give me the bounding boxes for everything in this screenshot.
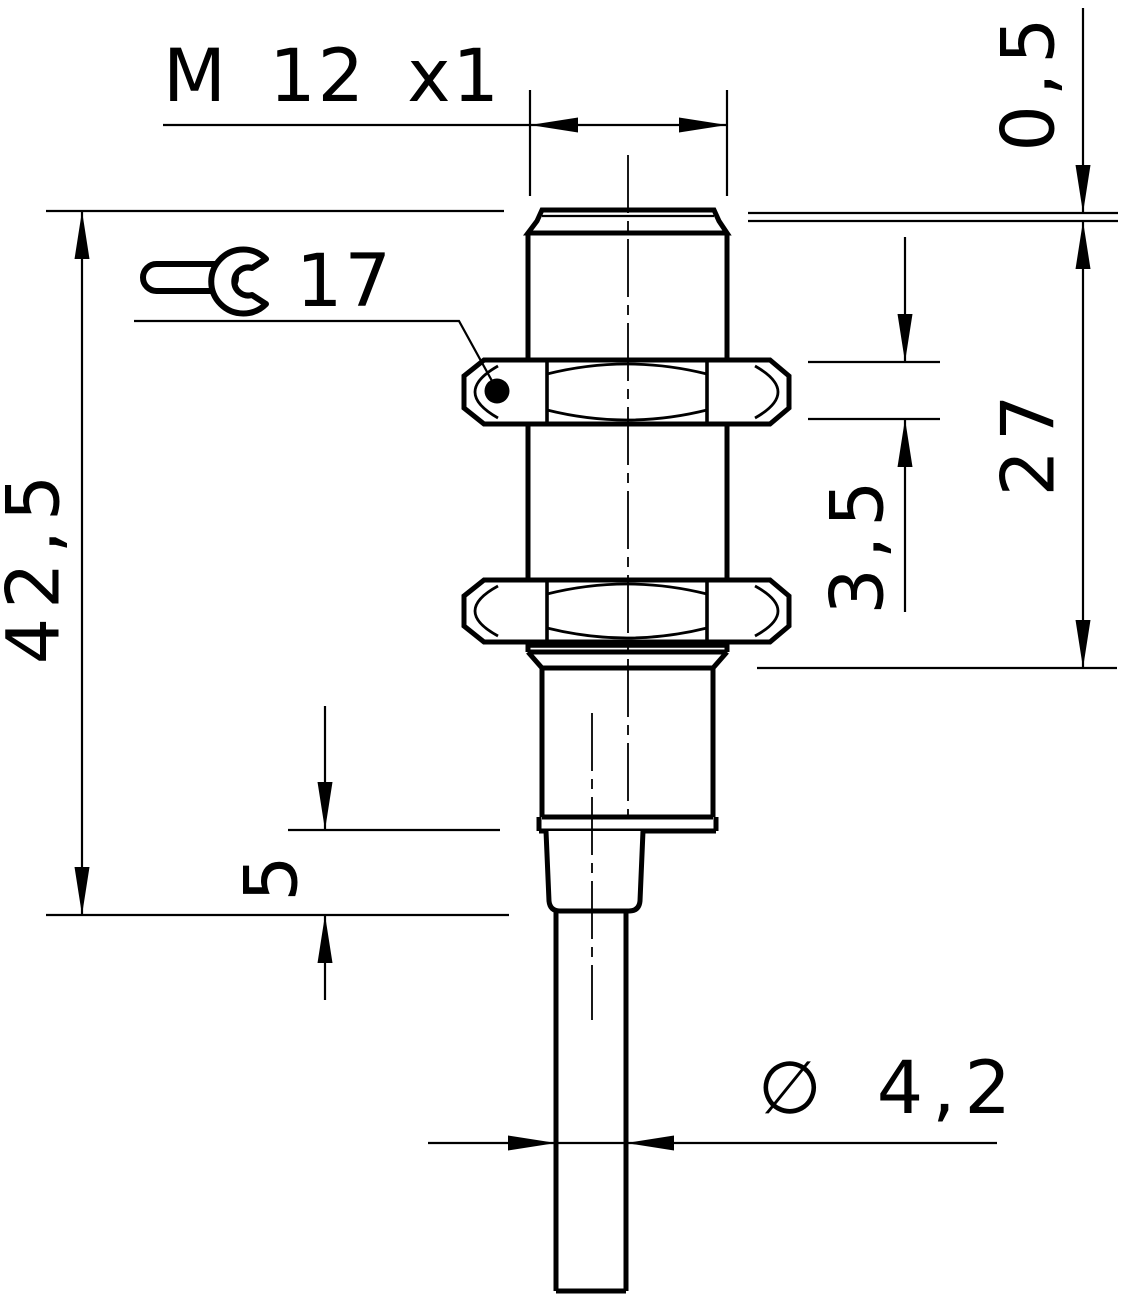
open-end-wrench-icon bbox=[140, 246, 269, 317]
wrench-callout: 17 bbox=[134, 239, 510, 404]
nut-thickness-label: 3,5 bbox=[816, 471, 901, 614]
hex-chamfer-arc-top bbox=[546, 582, 708, 596]
arrowhead-left bbox=[530, 117, 578, 133]
upper-hex-nut bbox=[461, 357, 792, 427]
arrowhead-down bbox=[1075, 620, 1091, 668]
wrench-size-label: 17 bbox=[296, 239, 393, 324]
arrowhead-right bbox=[508, 1135, 556, 1151]
lower-section-label: 5 bbox=[230, 846, 315, 901]
tip-offset-label: 0,5 bbox=[987, 8, 1072, 151]
dimension-thread: M 12 x1 bbox=[163, 34, 729, 196]
collar-chamfer-left bbox=[526, 650, 544, 670]
arrowhead-up bbox=[1075, 221, 1091, 269]
hex-nut-outline bbox=[461, 357, 792, 427]
hex-side-arc-left bbox=[473, 364, 499, 420]
collar-chamfer-right bbox=[711, 650, 729, 670]
hex-chamfer-arc-bottom bbox=[546, 626, 708, 640]
arrowhead-up bbox=[897, 419, 913, 467]
thread-spec-label: M 12 x1 bbox=[163, 34, 501, 119]
arrowhead-down bbox=[897, 314, 913, 362]
arrowhead-up bbox=[317, 915, 333, 963]
cable-diameter-label: ∅ 4,2 bbox=[758, 1046, 1020, 1131]
hex-side-arc-left bbox=[473, 584, 499, 638]
arrowhead-down bbox=[1075, 165, 1091, 213]
dimension-lower-section: 5 bbox=[230, 706, 500, 1000]
arrowhead-right bbox=[679, 117, 727, 133]
cable bbox=[553, 911, 629, 1294]
dimension-nut-thickness: 3,5 bbox=[808, 237, 940, 615]
overall-length-label: 42,5 bbox=[0, 466, 77, 665]
strain-relief-taper bbox=[543, 830, 646, 914]
arrowhead-up bbox=[74, 211, 90, 259]
dimension-overall-length: 42,5 bbox=[0, 209, 509, 917]
dimension-tip-offset: 0,5 bbox=[748, 8, 1118, 223]
arrowhead-down bbox=[74, 867, 90, 915]
hex-side-arc-right bbox=[754, 364, 780, 420]
hex-chamfer-arc-top bbox=[546, 362, 708, 376]
body-length-label: 27 bbox=[987, 386, 1072, 497]
leader-dot bbox=[484, 378, 510, 404]
hex-nut-outline bbox=[461, 577, 792, 645]
dimension-cable-diameter: ∅ 4,2 bbox=[428, 1046, 1020, 1151]
centerlines bbox=[591, 155, 629, 1020]
lower-hex-nut bbox=[461, 577, 792, 645]
hex-side-arc-right bbox=[754, 584, 780, 638]
hex-chamfer-arc-bottom bbox=[546, 408, 708, 422]
leader-line bbox=[134, 319, 498, 391]
arrowhead-down bbox=[317, 782, 333, 830]
wrench-head bbox=[208, 246, 269, 317]
dimension-body-length: 27 bbox=[757, 221, 1117, 670]
arrowhead-left bbox=[626, 1135, 674, 1151]
